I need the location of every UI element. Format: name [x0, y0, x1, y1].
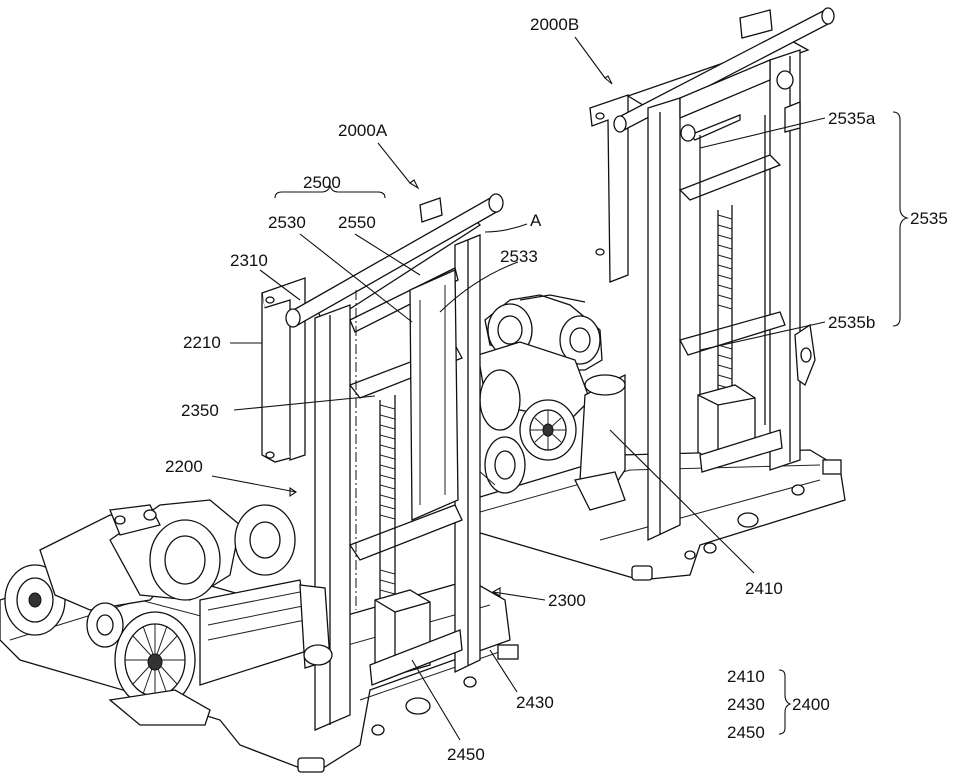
- label-2533: 2533: [500, 247, 538, 266]
- label-2450: 2450: [447, 745, 485, 764]
- legend-2400: 2400: [792, 695, 830, 714]
- label-2200: 2200: [165, 457, 203, 476]
- label-2350: 2350: [181, 401, 219, 420]
- label-2530: 2530: [268, 213, 306, 232]
- label-2430: 2430: [516, 693, 554, 712]
- label-2310: 2310: [230, 251, 268, 270]
- label-2535a: 2535a: [828, 109, 876, 128]
- legend-2430: 2430: [727, 695, 765, 714]
- legend-2410: 2410: [727, 667, 765, 686]
- left-motor-assembly: [4, 499, 333, 726]
- drive-mechanism-2400: [469, 294, 626, 511]
- label-2535b: 2535b: [828, 313, 875, 332]
- label-a: A: [530, 211, 542, 230]
- label-2550: 2550: [338, 213, 376, 232]
- legend-2450: 2450: [727, 723, 765, 742]
- unit-2000b-drawing: [469, 7, 846, 581]
- label-2500: 2500: [303, 173, 341, 192]
- label-2210: 2210: [183, 333, 221, 352]
- label-2410: 2410: [745, 579, 783, 598]
- label-2000b: 2000B: [530, 15, 579, 34]
- label-2535: 2535: [910, 209, 948, 228]
- leader-lines: [211, 36, 909, 741]
- label-2000a: 2000A: [338, 121, 388, 140]
- unit-2000a-drawing: [0, 193, 519, 773]
- label-2300: 2300: [548, 591, 586, 610]
